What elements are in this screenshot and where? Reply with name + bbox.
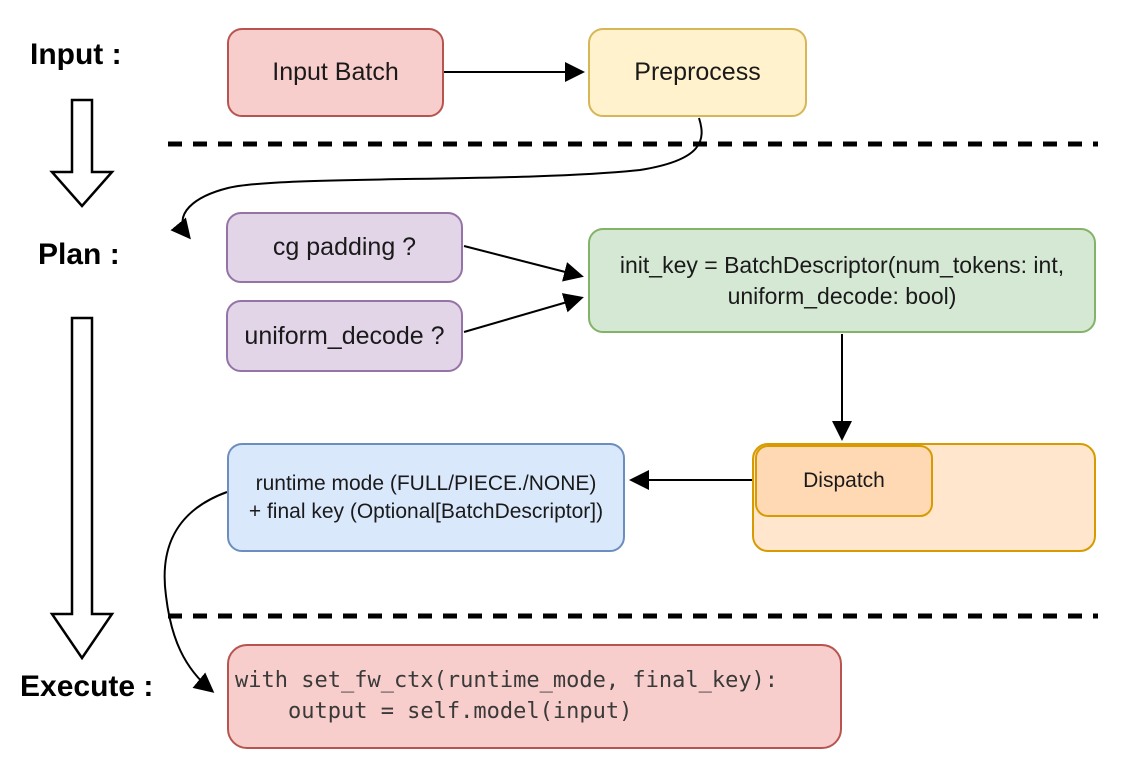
arrow-runtime-mode-to-execute-code (163, 491, 228, 693)
node-cg-padding-label: cg padding ? (272, 233, 417, 261)
node-execute-code-line1: with set_fw_ctx(runtime_mode, final_key)… (235, 667, 779, 693)
node-init-key-line1: init_key = BatchDescriptor(num_tokens: i… (619, 252, 1065, 279)
node-preprocess-label: Preprocess (634, 58, 761, 86)
node-init-key: init_key = BatchDescriptor(num_tokens: i… (588, 228, 1096, 333)
node-runtime-mode-line2: + final key (Optional[BatchDescriptor]) (248, 499, 604, 523)
node-init-key-line2: uniform_decode: bool) (727, 282, 957, 309)
node-preprocess: Preprocess (588, 28, 807, 117)
stage-label-input: Input : (30, 38, 122, 71)
arrow-uniform-decode-to-init-key (463, 293, 584, 333)
node-cg-padding: cg padding ? (226, 212, 463, 283)
node-execute-code-line2: output = self.model(input) (235, 698, 633, 724)
node-execute-code: with set_fw_ctx(runtime_mode, final_key)… (227, 644, 842, 749)
node-dispatch: Dispatch (755, 445, 933, 517)
stage-label-plan: Plan : (38, 238, 120, 271)
node-input-batch: Input Batch (227, 28, 444, 117)
node-runtime-mode: runtime mode (FULL/PIECE./NONE) + final … (227, 443, 625, 552)
node-input-batch-label: Input Batch (272, 58, 399, 86)
stage-arrow-plan-to-execute (49, 316, 115, 661)
node-uniform-decode: uniform_decode ? (226, 300, 463, 372)
node-uniform-decode-label: uniform_decode ? (244, 321, 445, 350)
arrow-cg-padding-to-init-key (463, 245, 584, 282)
node-dispatch-label: Dispatch (803, 469, 885, 493)
node-runtime-mode-line1: runtime mode (FULL/PIECE./NONE) (255, 471, 597, 495)
stage-label-execute: Execute : (20, 670, 154, 703)
stage-arrow-input-to-plan (49, 98, 115, 208)
